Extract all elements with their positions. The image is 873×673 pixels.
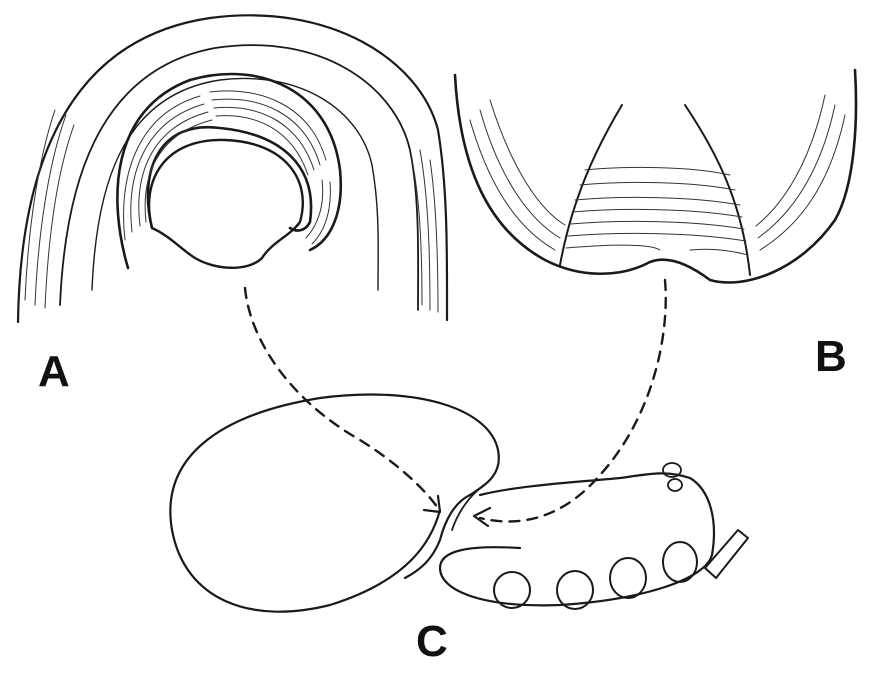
figure-c-tube	[704, 529, 749, 579]
figure-b-lobes	[453, 68, 858, 284]
figure-a-inner-arch	[91, 77, 379, 291]
figure-a-opening	[147, 138, 304, 269]
figure-a-arch	[16, 14, 449, 324]
figure-a-ring-inner	[146, 125, 313, 232]
figure-c-bump-1	[662, 462, 682, 478]
label-c: C	[416, 617, 448, 666]
figure-c-right-body	[438, 472, 716, 607]
figure-a-outer-arch	[16, 14, 449, 324]
figure-a-middle-arch	[59, 44, 420, 311]
figure-b-outline	[453, 68, 858, 284]
figure-a-side-hatching	[24, 109, 439, 313]
figure-c-organ	[169, 393, 749, 613]
figure-c-chambers	[493, 541, 698, 610]
label-b: B	[815, 332, 847, 381]
figure-b-right-division	[684, 104, 751, 276]
figure-c-neck-inner	[451, 484, 485, 531]
figure-a-ring-hatching	[123, 90, 331, 245]
figure-c-neck	[403, 493, 472, 580]
figure-c-left-sac	[169, 393, 500, 613]
figure-a-ring-outer	[116, 72, 343, 270]
label-a: A	[38, 347, 70, 396]
figure-c-bump-2	[667, 478, 683, 492]
connector-b-to-c	[478, 278, 667, 523]
arrowhead-a	[422, 494, 442, 514]
figure-b-left-division	[559, 104, 623, 266]
arrowhead-b	[472, 506, 492, 528]
connector-a-to-c	[243, 286, 440, 510]
figure-b-shading	[469, 94, 846, 256]
